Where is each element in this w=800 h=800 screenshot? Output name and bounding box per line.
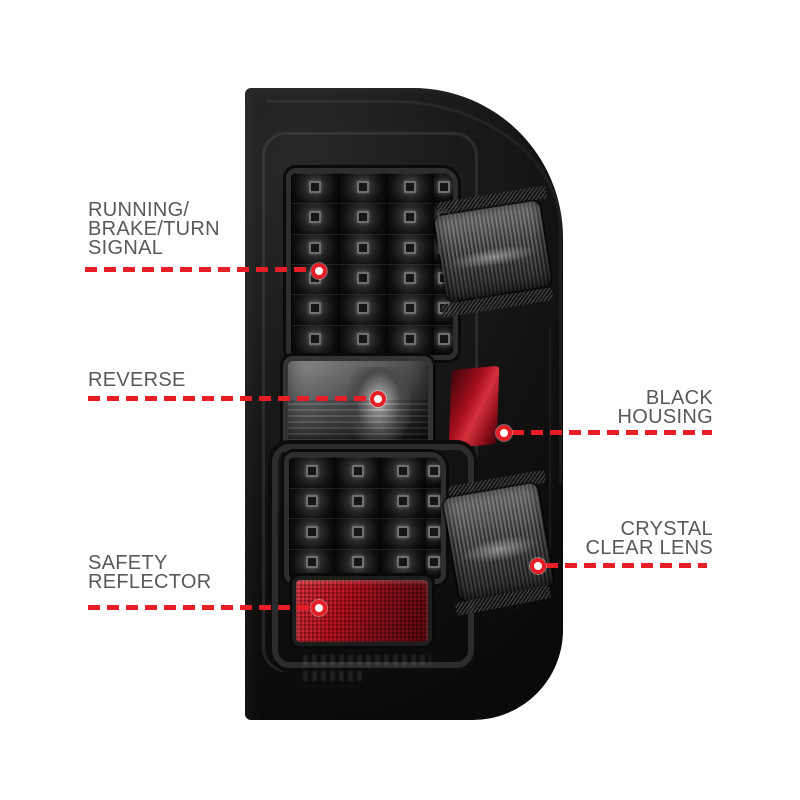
led-cell (379, 518, 426, 549)
callout-reverse-leader-line (88, 396, 370, 401)
red-inner-lens-strip (448, 365, 500, 449)
led-cell (385, 324, 434, 355)
callout-crystal-clear-lens-leader-line (546, 563, 707, 568)
callout-safety-reflector-leader-line (88, 605, 311, 610)
reverse-bulb (346, 366, 412, 448)
led-cell (338, 324, 386, 355)
callout-running-brake-turn-leader-line (85, 267, 311, 272)
led-cell (289, 487, 335, 518)
upper-crystal-clear-lens (433, 200, 553, 302)
led-cell (334, 457, 380, 488)
led-cell (334, 487, 380, 518)
callout-reverse-label: REVERSE (88, 369, 186, 391)
tail-light-photo (245, 88, 563, 720)
led-cell (289, 457, 335, 488)
led-cell (289, 548, 335, 579)
led-cell (385, 203, 434, 234)
callout-crystal-clear-lens-label: CRYSTAL CLEAR LENS (585, 518, 713, 559)
lower-led-panel (284, 452, 446, 584)
led-cell (433, 173, 453, 204)
callout-running-brake-turn-dot (311, 263, 327, 279)
led-cell (291, 173, 339, 204)
led-cell (338, 173, 386, 204)
led-cell (425, 487, 441, 518)
led-cell (334, 518, 380, 549)
callout-black-housing-leader-line (512, 430, 712, 435)
led-cell (338, 294, 386, 325)
lower-crystal-clear-lens (442, 482, 555, 602)
led-cell (385, 294, 434, 325)
led-cell (379, 487, 426, 518)
housing-seam-line (267, 100, 562, 483)
callout-crystal-clear-lens-dot (530, 558, 546, 574)
callout-black-housing-label: BLACK HOUSING (617, 387, 713, 428)
led-cell (291, 294, 339, 325)
led-cell (425, 518, 441, 549)
led-cell (385, 233, 434, 264)
callout-running-brake-turn-label: RUNNING/ BRAKE/TURN SIGNAL (88, 199, 220, 259)
reverse-lens (283, 356, 433, 458)
led-cell (385, 173, 434, 204)
led-cell (385, 263, 434, 295)
led-cell (291, 203, 339, 234)
led-cell (338, 233, 386, 264)
callout-safety-reflector-dot (311, 600, 327, 616)
led-cell (379, 548, 426, 579)
housing-seam-line (431, 328, 551, 628)
led-cell (433, 324, 453, 355)
led-cell (338, 203, 386, 234)
led-cell (425, 548, 441, 579)
embossed-marking (303, 655, 431, 666)
led-cell (289, 518, 335, 549)
callout-safety-reflector-label: SAFETY REFLECTOR (88, 552, 212, 593)
led-cell (379, 457, 426, 488)
led-cell (291, 233, 339, 264)
led-cell (291, 324, 339, 355)
led-cell (425, 457, 441, 488)
running-brake-turn-led-panel (286, 168, 458, 360)
led-cell (334, 548, 380, 579)
led-cell (338, 263, 386, 295)
embossed-marking (303, 671, 365, 681)
callout-reverse-dot (370, 391, 386, 407)
callout-black-housing-dot (496, 425, 512, 441)
